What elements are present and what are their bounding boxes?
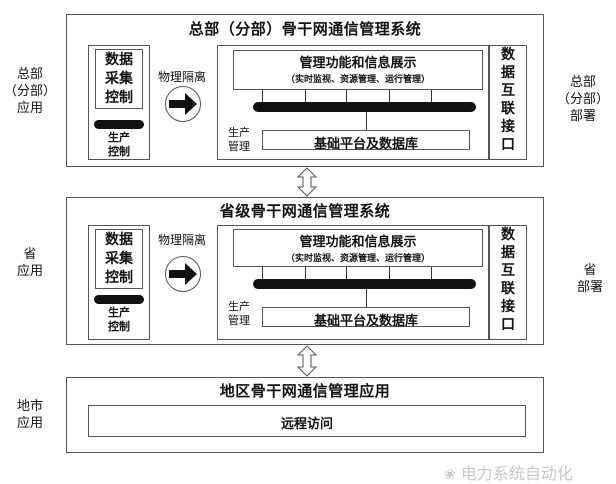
level2-mgmt-subtitle: （实时监视、资源管理、运行管理） xyxy=(285,254,430,264)
level1-left-label: 总部 （分部） 应用 xyxy=(0,66,60,117)
level1-prod-ctrl-line1: 生产 xyxy=(108,131,130,144)
level3-left-line2: 应用 xyxy=(16,416,43,431)
level2-collect-inner xyxy=(95,229,143,289)
level2-ic-char: 据 xyxy=(501,245,515,261)
level2-prod-mgmt-line1: 生产 xyxy=(228,300,250,313)
level2-collect-line2: 采集 xyxy=(105,251,133,267)
watermark-text: 电力系统自动化 xyxy=(460,464,573,483)
level1-prod-ctrl-line2: 控制 xyxy=(108,145,130,158)
level3-left-line1: 地市 xyxy=(16,399,43,414)
level2-collect-line1: 数据 xyxy=(105,232,133,248)
level1-right-line3: 部署 xyxy=(569,109,596,124)
level2-isolation-label: 物理隔离 xyxy=(157,233,206,247)
level2-right-label: 省 部署 xyxy=(560,262,616,296)
level1-collect-inner xyxy=(95,49,143,109)
level1-connector xyxy=(262,90,263,102)
level2-mgmt-title: 管理功能和信息展示 xyxy=(299,235,417,250)
level2-ic-char: 联 xyxy=(501,281,515,297)
remote-access-box xyxy=(88,405,526,437)
up-down-arrow-icon xyxy=(296,345,318,377)
level1-left-line2: （分部） xyxy=(3,84,56,99)
level2-prod-ctrl-label: 生产 控制 xyxy=(95,306,143,334)
level1-display-box xyxy=(233,50,483,90)
level2-prod-ctrl-line2: 控制 xyxy=(108,320,130,333)
level2-left-line1: 省 xyxy=(23,247,37,262)
level2-prod-mgmt-label: 生产 管理 xyxy=(221,300,257,328)
level3-title: 地区骨干网通信管理应用 xyxy=(219,382,391,400)
level1-ic-char: 口 xyxy=(501,137,515,153)
level2-connector xyxy=(346,267,347,279)
level2-title: 省级骨干网通信管理系统 xyxy=(219,202,391,220)
level2-connector xyxy=(305,267,306,279)
level1-connector xyxy=(431,90,432,102)
level1-collect-line3: 控制 xyxy=(105,90,133,106)
level1-prod-mgmt-label: 生产 管理 xyxy=(221,126,257,154)
level1-left-line1: 总部 xyxy=(16,67,43,82)
level1-bus-connector xyxy=(366,112,367,130)
level2-right-line2: 部署 xyxy=(576,280,603,295)
level1-prod-mgmt-line1: 生产 xyxy=(228,126,250,139)
level1-isolation-label: 物理隔离 xyxy=(157,70,206,84)
level1-mgmt-subtitle: （实时监视、资源管理、运行管理） xyxy=(285,75,430,85)
level1-collect-label: 数据 采集 控制 xyxy=(95,51,143,108)
level2-connector xyxy=(431,267,432,279)
level1-ic-char: 互 xyxy=(501,83,515,99)
level2-platform-box xyxy=(262,307,470,327)
level1-interconnect-label: 数 据 互 联 接 口 xyxy=(489,46,527,154)
level1-right-label: 总部 （分部） 部署 xyxy=(553,74,613,125)
level1-platform-label: 基础平台及数据库 xyxy=(313,137,418,152)
watermark-logo-icon: ❀ xyxy=(444,467,456,483)
level2-collect-line3: 控制 xyxy=(105,270,133,286)
level1-platform-box xyxy=(262,130,470,150)
level2-interconnect-box xyxy=(489,225,527,340)
level2-ic-char: 互 xyxy=(501,263,515,279)
level2-ic-char: 数 xyxy=(501,227,515,243)
level1-ic-char: 数 xyxy=(501,47,515,63)
level2-prod-ctrl-bus xyxy=(94,295,144,304)
level1-prod-ctrl-label: 生产 控制 xyxy=(95,131,143,159)
level1-isolation-arrow xyxy=(165,86,201,122)
level1-connector xyxy=(346,90,347,102)
level1-prod-ctrl-bus xyxy=(94,120,144,129)
level1-collect-line1: 数据 xyxy=(105,52,133,68)
level2-left-label: 省 应用 xyxy=(0,246,60,280)
level1-title: 总部（分部）骨干网通信管理系统 xyxy=(188,20,422,38)
level1-connector xyxy=(305,90,306,102)
level1-right-line2: （分部） xyxy=(556,92,609,107)
level2-collect-label: 数据 采集 控制 xyxy=(95,231,143,288)
level1-right-line1: 总部 xyxy=(569,75,596,90)
level1-ic-char: 据 xyxy=(501,65,515,81)
right-arrow-icon xyxy=(169,93,197,115)
up-down-arrow-icon xyxy=(296,167,318,197)
level3-left-label: 地市 应用 xyxy=(0,398,60,432)
level2-bus-connector xyxy=(366,289,367,307)
level1-ic-char: 接 xyxy=(501,119,515,135)
level1-interconnect-box xyxy=(489,45,527,160)
level1-left-line3: 应用 xyxy=(16,101,43,116)
level2-prod-mgmt-line2: 管理 xyxy=(228,314,250,327)
level1-mgmt-title: 管理功能和信息展示 xyxy=(299,56,417,71)
level2-display-box xyxy=(233,229,483,267)
level2-right-line1: 省 xyxy=(583,263,597,278)
level1-data-bus xyxy=(253,102,476,112)
level2-connector xyxy=(389,267,390,279)
watermark: ❀ 电力系统自动化 xyxy=(444,460,573,484)
right-arrow-icon xyxy=(169,263,197,285)
level2-ic-char: 口 xyxy=(501,317,515,333)
level2-left-line2: 应用 xyxy=(16,264,43,279)
level2-prod-ctrl-line1: 生产 xyxy=(108,306,130,319)
level2-ic-char: 接 xyxy=(501,299,515,315)
level2-isolation-arrow xyxy=(165,256,201,292)
level1-connector xyxy=(389,90,390,102)
level1-prod-mgmt-line2: 管理 xyxy=(228,140,250,153)
level2-platform-label: 基础平台及数据库 xyxy=(313,314,418,329)
level2-data-bus xyxy=(253,279,476,289)
level2-interconnect-label: 数 据 互 联 接 口 xyxy=(489,226,527,334)
level1-ic-char: 联 xyxy=(501,101,515,117)
remote-access-label: 远程访问 xyxy=(280,417,333,432)
level1-collect-line2: 采集 xyxy=(105,71,133,87)
level2-connector xyxy=(262,267,263,279)
